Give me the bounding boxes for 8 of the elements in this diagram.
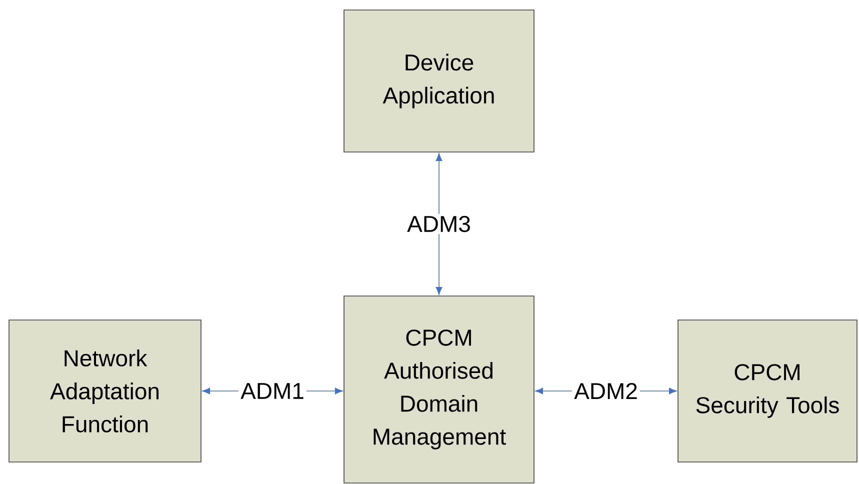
- process-box: Network Adaptation Function: [8, 320, 202, 462]
- edge-label: ADM3: [405, 214, 473, 234]
- process-box: CPCM Security Tools: [678, 320, 858, 462]
- edge-label: ADM2: [572, 380, 640, 402]
- process-box: Device Application: [344, 10, 534, 152]
- process-box: CPCM Authorised Domain Management: [344, 296, 534, 484]
- edge-label: ADM1: [238, 381, 306, 401]
- arrow: [436, 153, 442, 295]
